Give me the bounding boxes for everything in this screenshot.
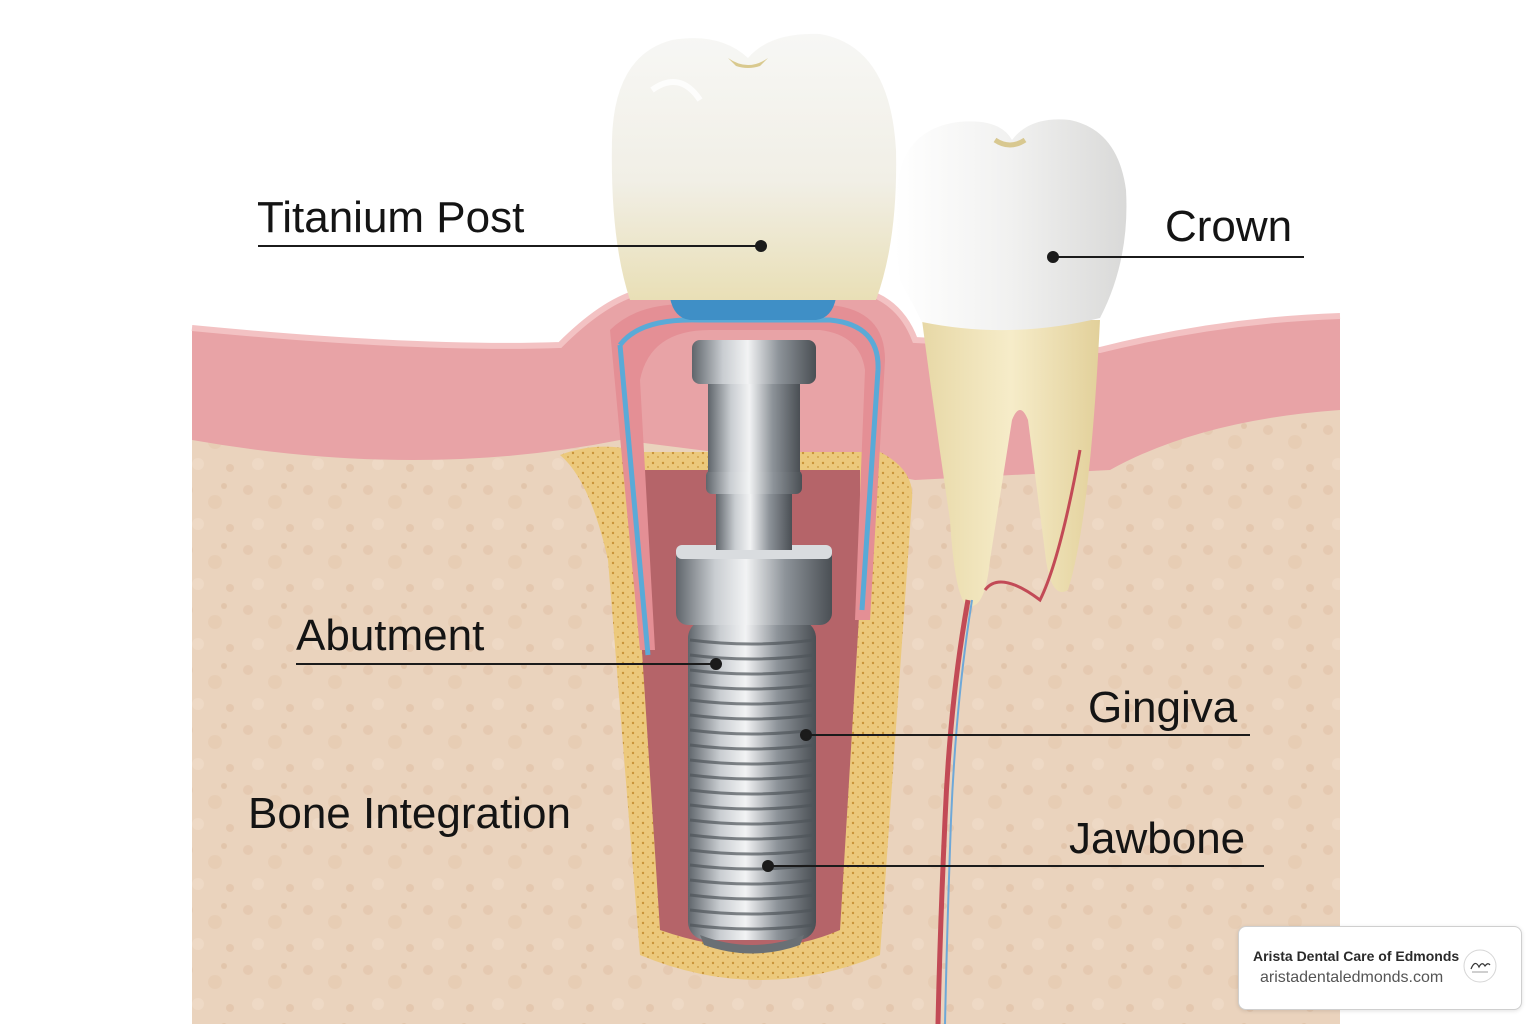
screw-thread <box>689 923 815 931</box>
abutment-post <box>692 340 816 550</box>
label-bone-integration: Bone Integration <box>248 789 571 838</box>
label-crown: Crown <box>1165 202 1293 251</box>
screw-thread <box>689 668 815 676</box>
brand-url[interactable]: aristadentaledmonds.com <box>1260 969 1444 986</box>
leader-jawbone-dot <box>762 860 774 872</box>
screw-thread <box>689 728 815 736</box>
screw-thread <box>689 743 815 751</box>
screw-thread <box>689 848 815 856</box>
leader-lines <box>258 240 1304 872</box>
screw-thread <box>689 788 815 796</box>
label-jawbone: Jawbone <box>1069 814 1246 863</box>
titanium-implant-screw <box>688 620 816 954</box>
nerve-canal <box>935 449 1082 1024</box>
natural-tooth <box>895 119 1127 607</box>
screw-thread <box>689 878 815 886</box>
label-gingiva: Gingiva <box>1088 683 1238 732</box>
screw-thread <box>689 698 815 706</box>
label-abutment: Abutment <box>296 611 485 660</box>
screw-thread <box>689 908 815 916</box>
label-titanium-post: Titanium Post <box>257 193 525 242</box>
screw-thread <box>689 638 815 646</box>
leader-titanium-post-dot <box>755 240 767 252</box>
leader-crown-dot <box>1047 251 1059 263</box>
screw-thread <box>689 818 815 826</box>
screw-thread <box>689 833 815 841</box>
implant-collar <box>670 298 836 320</box>
peri-implant-gum <box>610 304 885 656</box>
leader-gingiva-dot <box>800 729 812 741</box>
screw-thread <box>689 713 815 721</box>
brand-logo-icon <box>1463 949 1497 983</box>
implant-platform <box>676 545 832 625</box>
screw-thread <box>689 683 815 691</box>
brand-card[interactable]: Arista Dental Care of Edmonds aristadent… <box>1238 926 1522 1010</box>
screw-thread <box>689 773 815 781</box>
leader-abutment-dot <box>710 658 722 670</box>
screw-thread <box>689 893 815 901</box>
implant-crown <box>611 33 897 300</box>
screw-thread <box>689 653 815 661</box>
brand-name: Arista Dental Care of Edmonds <box>1253 948 1460 964</box>
screw-thread <box>689 758 815 766</box>
screw-thread <box>689 803 815 811</box>
